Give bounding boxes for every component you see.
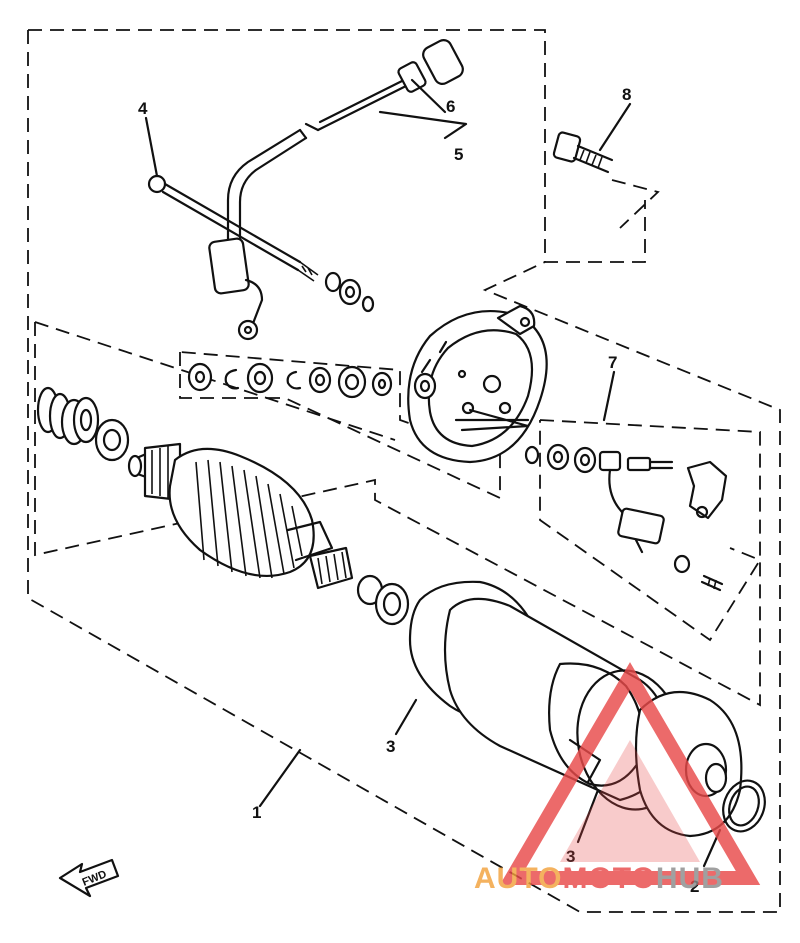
part-label-7: 7 [608,353,617,372]
washer-set [187,362,437,400]
long-bolt [147,174,319,282]
watermark-moto: MOTO [562,862,655,895]
fwd-arrow-icon: FWD [58,858,120,898]
lead-wire [208,74,414,341]
thrust-washers [36,386,130,462]
part-label-4: 4 [138,99,148,118]
part-label-6: 6 [446,97,455,116]
brush-set-outline [539,419,761,642]
bolt-outline [611,179,660,229]
rear-cover [407,304,548,464]
bolt-washers [324,271,375,313]
brush-holder-set [524,443,728,592]
watermark-triangle-icon [499,662,761,885]
watermark-auto: AUTO [474,862,562,895]
part-label-2: 2 [690,877,699,896]
washer-set-outline [179,351,501,500]
part-labels: 1 2 3 3 4 5 6 7 8 [138,85,699,896]
assembly-outline-main [27,29,781,913]
lead-boot [397,39,464,93]
part-label-1: 1 [252,803,261,822]
watermark-text: AUTOMOTOHUB [474,862,724,895]
part-label-8: 8 [622,85,631,104]
armature [127,442,410,626]
watermark-hub: HUB [656,862,724,895]
part-label-5: 5 [454,145,463,164]
mounting-bolt [552,131,614,174]
part-label-3-front: 3 [566,847,575,866]
automotohub-watermark: AUTOMOTOHUB [474,662,761,895]
part-label-3-yoke: 3 [386,737,395,756]
